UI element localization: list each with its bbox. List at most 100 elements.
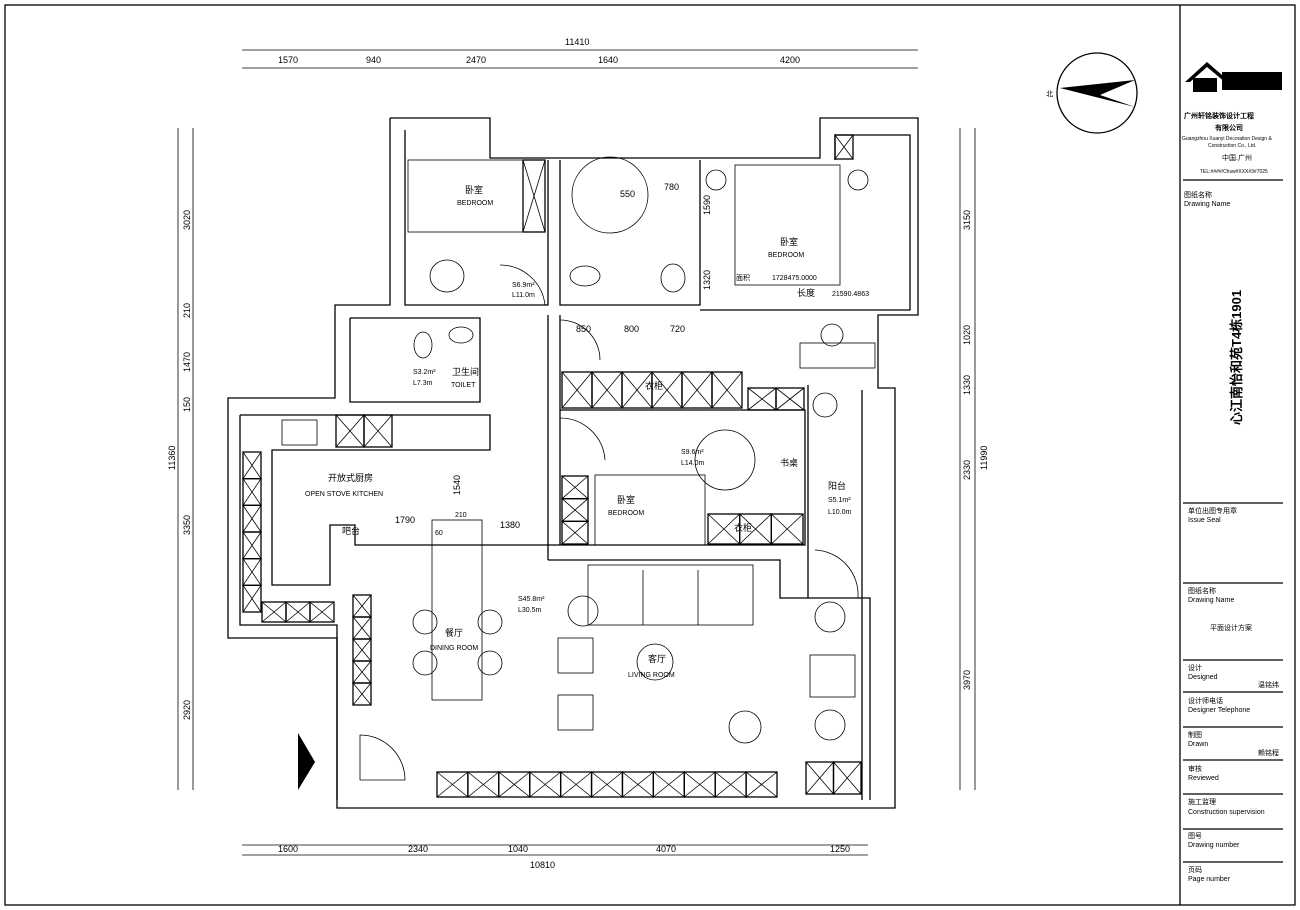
dim-label: 4070 — [656, 844, 676, 854]
cabinet — [522, 159, 546, 233]
seal-label: 单位出图专用章 — [1188, 506, 1237, 515]
dim-label: 1570 — [278, 55, 298, 65]
cabinet — [352, 594, 372, 706]
dim-label: 2470 — [466, 55, 486, 65]
room-label: 卧室 — [617, 494, 635, 505]
basin — [448, 326, 474, 344]
room-label-en: TOILET — [451, 382, 476, 389]
north-arrow-icon: 北 — [1046, 52, 1138, 134]
dim-label: 1790 — [395, 515, 415, 525]
cabinet — [436, 771, 778, 798]
designer-tel-label-en: Designer Telephone — [1188, 707, 1250, 714]
entrance-arrow-icon — [298, 733, 315, 790]
dim-bottom-total: 10810 — [530, 860, 555, 870]
dim-label: 1020 — [962, 325, 972, 345]
dim-label: 1040 — [508, 844, 528, 854]
dining-table — [431, 519, 483, 701]
bar-label: 吧台 — [342, 525, 360, 536]
dim-label: 210 — [182, 303, 192, 318]
room-area: S3.2m² — [413, 369, 436, 376]
dim-label: 210 — [455, 512, 467, 519]
desk-chair — [694, 429, 756, 491]
drawing-name-label-en: Drawing Name — [1188, 597, 1234, 604]
dim-label: 2330 — [962, 460, 972, 480]
door-swing — [559, 417, 606, 461]
bed — [407, 159, 524, 233]
toilet-bowl — [569, 265, 601, 287]
company-tel: TEL:####/Chsw#XXX#3#7025 — [1200, 169, 1268, 175]
drawing-number-label: 图号 — [1188, 832, 1202, 840]
wardrobe-label: 衣柜 — [645, 380, 663, 391]
dim-label: 4200 — [780, 55, 800, 65]
supervision-label-en: Construction supervision — [1188, 809, 1265, 816]
dim-label: 1330 — [962, 375, 972, 395]
dim-label: 3020 — [182, 210, 192, 230]
entry-door — [359, 734, 406, 781]
dim-label: 3150 — [962, 210, 972, 230]
room-area: S5.1m² — [828, 497, 851, 504]
room-label: 卧室 — [465, 184, 483, 195]
title-block: 广州轩铭装饰设计工程 有限公司 Guangzhou Xuanyi Decorat… — [1182, 62, 1283, 883]
toilet-bowl — [413, 331, 433, 359]
length-label: 长度 — [797, 287, 815, 298]
room-area: S6.9m² — [512, 282, 535, 289]
dining-chair — [412, 609, 438, 635]
room-label: 开放式厨房 — [328, 472, 373, 483]
washing-machine — [812, 392, 838, 418]
cabinets — [242, 134, 862, 798]
company-name-en: Guangzhou Xuanyi Decoration Design & — [1182, 136, 1272, 142]
dim-label: 780 — [664, 182, 679, 192]
dim-label: 60 — [435, 530, 443, 537]
table — [809, 654, 856, 698]
room-label-en: DINING ROOM — [430, 645, 478, 652]
cabinet — [561, 475, 589, 545]
project-label-en: Drawing Name — [1184, 201, 1230, 208]
cabinet — [834, 134, 854, 160]
lamp-icon — [847, 169, 869, 191]
dim-label: 1380 — [500, 520, 520, 530]
cabinet — [747, 387, 805, 411]
designer-name: 温铭纬 — [1258, 680, 1279, 689]
ottoman — [557, 637, 594, 674]
company-name-en-2: Construction Co., Ltd. — [1208, 143, 1256, 149]
room-label: 阳台 — [828, 480, 846, 491]
dim-label: 1600 — [278, 844, 298, 854]
dim-right-total: 11990 — [979, 446, 989, 470]
room-label: 客厅 — [648, 653, 666, 664]
room-label-en: BEDROOM — [608, 510, 644, 517]
cabinet — [561, 371, 743, 409]
room-area: S9.6m² — [681, 449, 704, 456]
company-logo — [1185, 62, 1282, 92]
dim-label: 550 — [620, 189, 635, 199]
page-number-label-en: Page number — [1188, 876, 1231, 883]
room-labels: 卧室 BEDROOM S6.9m² L11.0m 550 780 1590 13… — [305, 182, 869, 679]
room-label: 卧室 — [780, 236, 798, 247]
company-location: 中国.广州 — [1222, 153, 1252, 162]
room-label-en: LIVING ROOM — [628, 672, 675, 679]
reviewed-label-en: Reviewed — [1188, 775, 1219, 782]
room-label-en: BEDROOM — [768, 252, 804, 259]
bed — [594, 474, 706, 546]
room-perimeter: L30.5m — [518, 607, 542, 614]
designed-label: 设计 — [1188, 663, 1202, 672]
room-perimeter: L14.0m — [681, 460, 705, 467]
lamp-icon — [705, 169, 727, 191]
door-swing — [499, 264, 546, 306]
dim-label: 1250 — [830, 844, 850, 854]
basin — [660, 263, 686, 293]
drawing-frame — [4, 4, 1296, 906]
desk-label: 书桌 — [780, 457, 798, 468]
dim-label: 3970 — [962, 670, 972, 690]
room-perimeter: L10.0m — [828, 509, 852, 516]
dim-label: 1320 — [702, 270, 712, 290]
drawer-name: 赖铭程 — [1258, 748, 1279, 757]
project-name: 心江南怡和苑T4栋1901 — [1229, 290, 1244, 425]
cabinet — [242, 451, 262, 613]
dim-label: 150 — [182, 397, 192, 412]
cabinet — [261, 601, 335, 623]
sink — [281, 419, 318, 446]
cabinet — [805, 761, 862, 795]
room-label-en: BEDROOM — [457, 200, 493, 207]
side-table — [728, 710, 762, 744]
designed-label-en: Designed — [1188, 674, 1218, 681]
